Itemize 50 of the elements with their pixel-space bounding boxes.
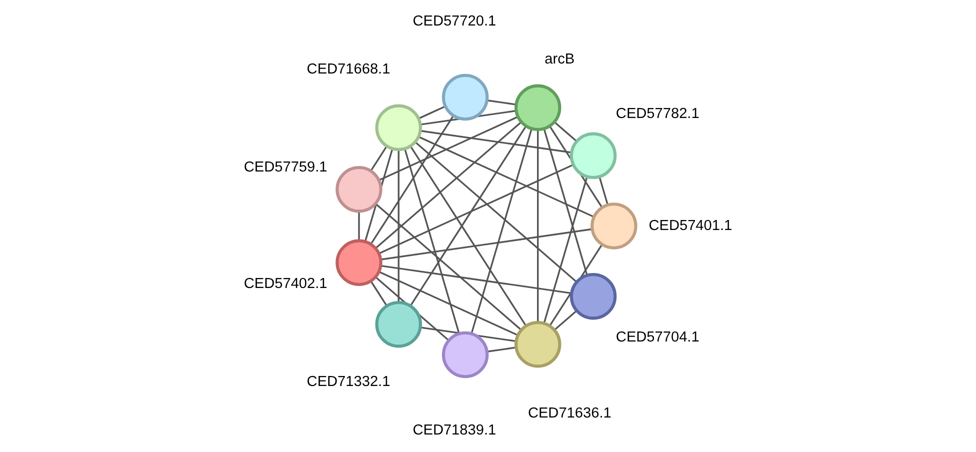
- connector: [370, 146, 388, 172]
- node-label: CED71839.1: [412, 422, 496, 438]
- node-circle: [336, 239, 382, 286]
- connector: [543, 176, 588, 324]
- connector: [375, 122, 522, 249]
- node-label: CED57401.1: [648, 218, 732, 234]
- node-label: CED57704.1: [616, 329, 700, 346]
- connector: [375, 203, 522, 330]
- node-label: CED57402.1: [244, 276, 328, 292]
- node-circle: [375, 104, 422, 152]
- connector: [470, 128, 532, 334]
- connector: [380, 264, 572, 294]
- node-label: CED71636.1: [528, 406, 612, 422]
- connector: [410, 126, 527, 306]
- connector: [378, 116, 518, 181]
- node-label: arcB: [544, 52, 575, 68]
- node-label: CED57782.1: [616, 106, 700, 122]
- connector: [404, 148, 460, 334]
- node-circle: [514, 320, 562, 368]
- connector: [358, 211, 360, 241]
- node-circle: [590, 202, 638, 250]
- node-circle: [570, 272, 617, 320]
- connector: [486, 346, 516, 352]
- connector: [410, 146, 527, 326]
- node-label: CED71668.1: [306, 62, 390, 78]
- connector: [598, 176, 609, 206]
- node-label: CED71332.1: [306, 374, 390, 390]
- connector: [537, 130, 539, 322]
- connector: [379, 271, 518, 336]
- node-label: CED57720.1: [412, 13, 496, 30]
- node-circle: [442, 331, 489, 378]
- connector: [370, 280, 388, 306]
- node-circle: [570, 132, 617, 180]
- connector: [418, 106, 446, 120]
- node-circle: [514, 84, 562, 132]
- connector: [398, 150, 400, 302]
- connector: [378, 164, 574, 254]
- node-circle: [375, 300, 422, 348]
- connector: [370, 115, 454, 244]
- node-label: CED57759.1: [244, 160, 328, 176]
- connector: [414, 141, 578, 283]
- connector: [380, 228, 592, 260]
- connector: [486, 100, 516, 106]
- node-circle: [442, 74, 489, 121]
- connector: [554, 122, 577, 142]
- connector: [420, 130, 572, 154]
- node-circle: [336, 166, 382, 213]
- connector: [543, 128, 588, 276]
- connector: [418, 136, 594, 218]
- connector: [554, 310, 577, 330]
